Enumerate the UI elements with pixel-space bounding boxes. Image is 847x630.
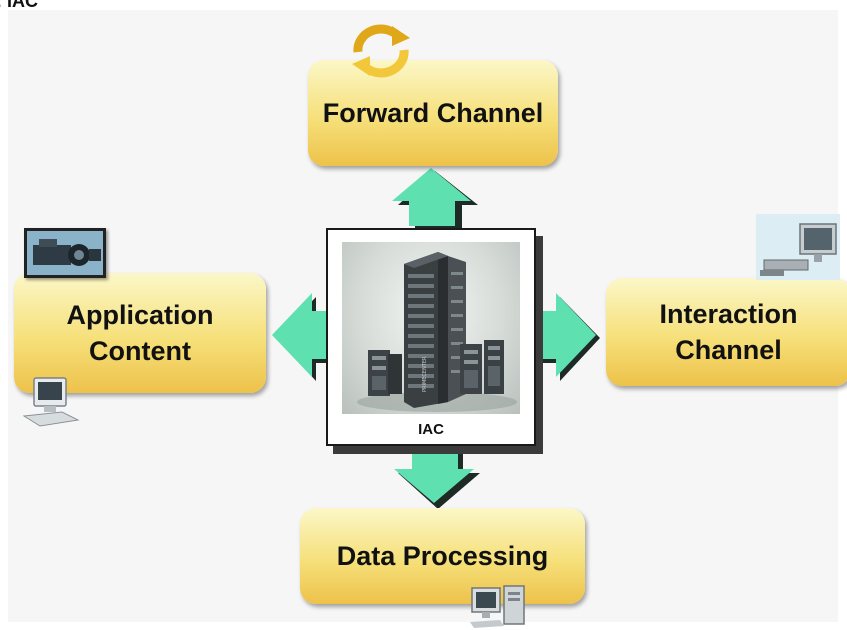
camera-equipment-icon [24, 228, 106, 278]
application-content-label-line1: Application [66, 300, 214, 330]
forward-channel-label: Forward Channel [322, 98, 544, 128]
data-processing-label: Data Processing [336, 541, 549, 571]
monitor-device-icon [756, 214, 840, 280]
page-title: : IAC [0, 0, 38, 11]
application-content-box: Application Content [14, 273, 266, 393]
arrow-up [392, 168, 478, 230]
interaction-channel-label-line2: Channel [675, 335, 782, 365]
interaction-channel-label-line1: Interaction [659, 299, 798, 329]
forward-channel-box: Forward Channel [308, 60, 558, 166]
data-processing-box: Data Processing [300, 508, 585, 604]
arrow-left [272, 293, 332, 381]
arrow-right [538, 293, 600, 381]
iac-label: IAC [418, 421, 444, 438]
server-rack-icon: PRIMECENTER [357, 252, 517, 412]
server-brand-text: PRIMECENTER [422, 356, 428, 392]
application-content-label-line2: Content [89, 336, 191, 366]
iac-center-node: PRIMECENTER IAC [326, 228, 536, 446]
interaction-channel-box: Interaction Channel [606, 278, 847, 386]
workstation-icon [470, 585, 525, 628]
desktop-computer-icon [22, 377, 80, 427]
server-rack-image: PRIMECENTER [342, 242, 520, 414]
arrow-down [394, 445, 480, 509]
cycle-arrows-icon [352, 24, 410, 78]
